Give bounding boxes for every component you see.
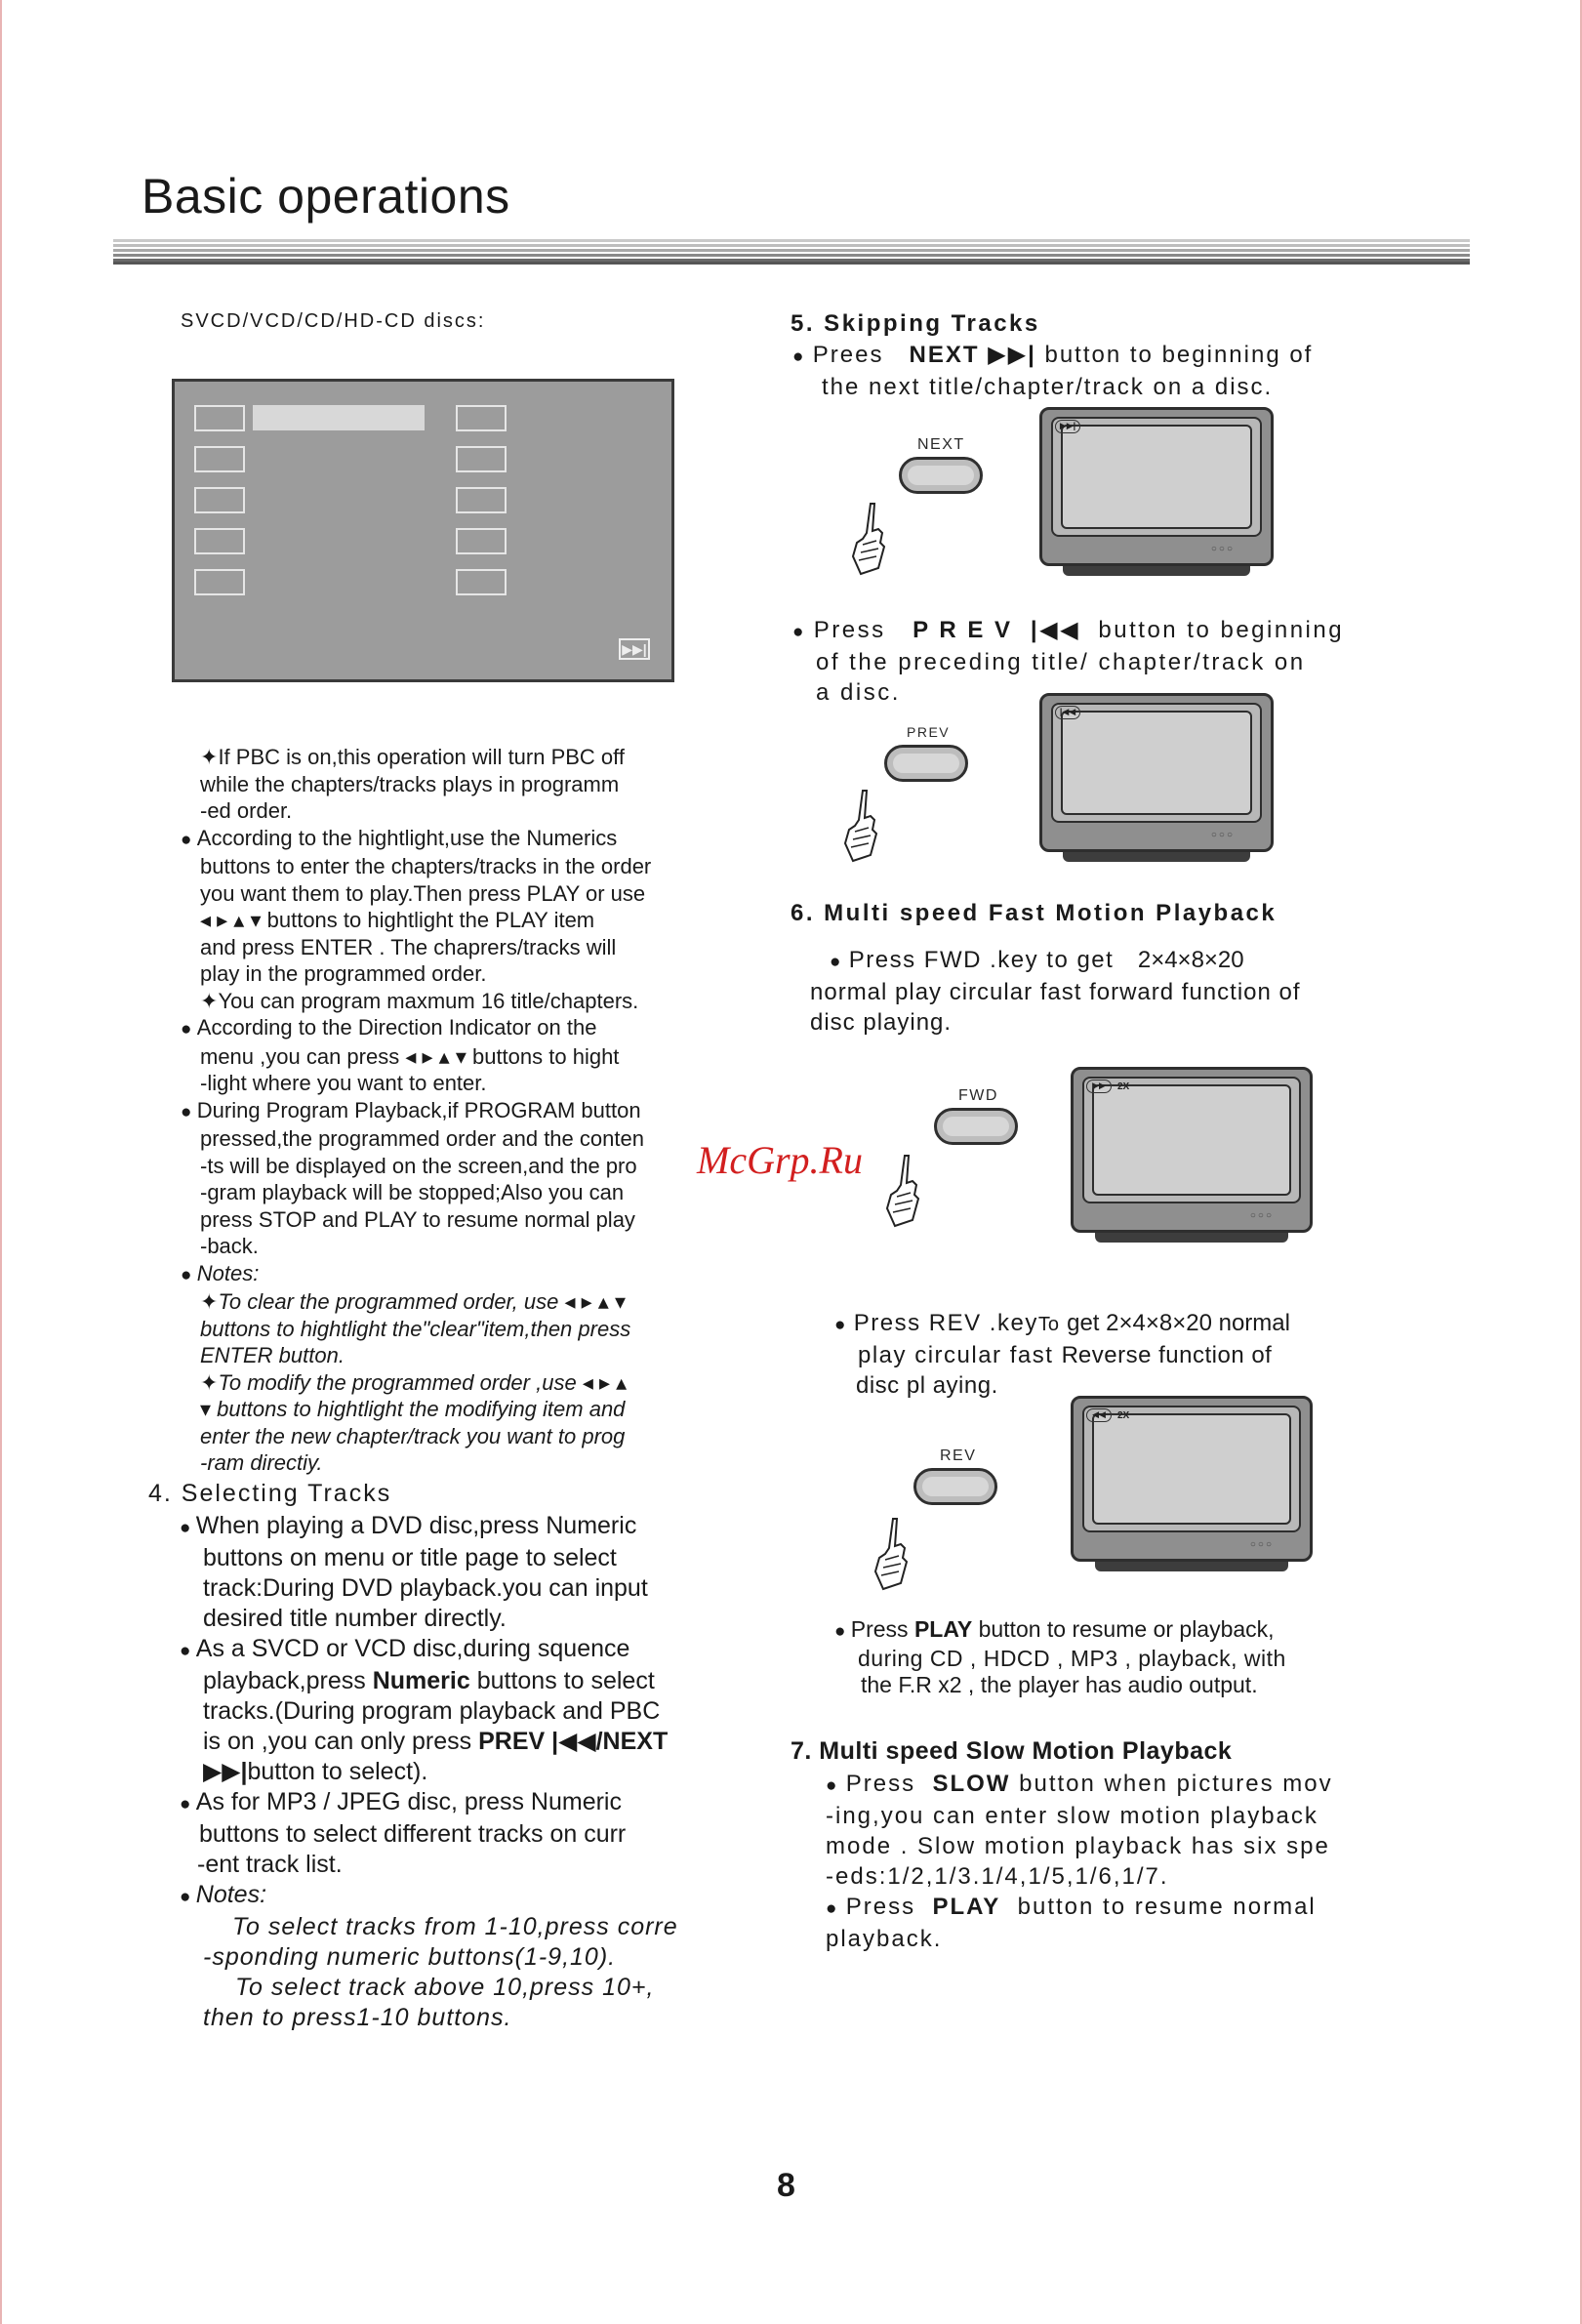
fast-forward-icon: ▶▶: [1086, 1080, 1112, 1093]
program-instructions: ✦If PBC is on,this operation will turn P…: [181, 745, 652, 1475]
bullet-dot-icon: ●: [830, 952, 849, 972]
bullet-dot-icon: ●: [181, 1264, 197, 1285]
next-track-icon: ▶▶|: [1055, 420, 1080, 433]
bullet-dot-icon: ●: [826, 1775, 846, 1796]
bullet-dot-icon: ●: [180, 1641, 196, 1661]
fwd-remote-button: [934, 1108, 1018, 1145]
rev-button-label: REV: [940, 1447, 977, 1464]
menu-slot: [456, 446, 507, 472]
rev-remote-button: [913, 1468, 997, 1505]
watermark: McGrp.Ru: [697, 1138, 863, 1182]
skipping-tracks-heading: 5. Skipping Tracks: [791, 310, 1040, 337]
selecting-tracks-heading: 4. Selecting Tracks: [148, 1480, 392, 1507]
bullet-dot-icon: ●: [180, 1518, 196, 1538]
menu-slot: [194, 569, 245, 595]
right-edge-line: [1580, 0, 1582, 2324]
menu-slot: [194, 405, 245, 431]
rewind-icon: ◀◀: [1086, 1408, 1112, 1422]
skip-prev-text: ● Press P R E V |◀◀ button to beginning …: [792, 617, 1345, 706]
slow-motion-text: ● Press SLOW button when pictures mov -i…: [826, 1771, 1333, 1952]
menu-slot: [194, 487, 245, 513]
pointing-hand-icon: [885, 1155, 920, 1228]
four-point-star-icon: ✦: [200, 988, 219, 1013]
prev-track-icon: |◀◀: [1030, 617, 1081, 643]
pointing-hand-icon: [851, 503, 886, 576]
four-point-star-icon: ✦: [200, 1369, 219, 1395]
fwd-button-label: FWD: [958, 1087, 998, 1104]
direction-arrows-icon: ▾: [200, 1397, 218, 1421]
bullet-dot-icon: ●: [792, 622, 814, 642]
four-point-star-icon: ✦: [200, 1289, 219, 1314]
next-track-icon: ▶▶|: [988, 342, 1036, 368]
program-menu-screen: ▶▶|: [172, 379, 674, 682]
next-remote-button: [899, 457, 983, 494]
next-track-icon: ▶▶|: [619, 638, 650, 660]
bullet-dot-icon: ●: [181, 829, 197, 850]
next-track-icon: ▶▶|: [203, 1758, 248, 1785]
tv-set-icon: ▶▶2X ○○○: [1071, 1067, 1313, 1243]
direction-arrows-icon: ◂ ▸ ▴: [576, 1369, 628, 1395]
four-point-star-icon: ✦: [200, 745, 219, 769]
rewind-text: ● Press REV .keyTo get 2×4×8×20 normal p…: [834, 1310, 1290, 1399]
menu-slot: [194, 446, 245, 472]
menu-highlight-bar: [253, 405, 425, 430]
tv-set-icon: ◀◀2X ○○○: [1071, 1396, 1313, 1571]
title-rule: [113, 239, 1470, 265]
prev-track-icon: |◀◀: [551, 1728, 596, 1755]
fast-motion-heading: 6. Multi speed Fast Motion Playback: [791, 900, 1278, 926]
menu-slot: [456, 528, 507, 554]
direction-arrows-icon: ◂ ▸ ▴ ▾: [399, 1043, 472, 1069]
selecting-tracks-text: ● When playing a DVD disc,press Numeric …: [180, 1512, 678, 2031]
bullet-dot-icon: ●: [826, 1898, 846, 1919]
bullet-dot-icon: ●: [792, 347, 813, 367]
bullet-dot-icon: ●: [181, 1019, 197, 1040]
bullet-dot-icon: ●: [181, 1101, 197, 1122]
page-number: 8: [777, 2167, 795, 2204]
slow-motion-heading: 7. Multi speed Slow Motion Playback: [791, 1737, 1233, 1765]
prev-button-label: PREV: [907, 724, 951, 740]
menu-slot: [456, 487, 507, 513]
menu-slot: [194, 528, 245, 554]
skip-next-text: ● Prees NEXT ▶▶| button to beginning of …: [792, 342, 1314, 400]
pointing-hand-icon: [843, 790, 878, 863]
bullet-dot-icon: ●: [834, 1621, 851, 1642]
bullet-dot-icon: ●: [180, 1887, 196, 1907]
bullet-dot-icon: ●: [180, 1794, 196, 1814]
next-button-label: NEXT: [917, 436, 965, 453]
prev-track-icon: |◀◀: [1055, 706, 1080, 719]
tv-set-icon: ▶▶| ○○○: [1039, 407, 1274, 576]
tv-set-icon: |◀◀ ○○○: [1039, 693, 1274, 862]
bullet-dot-icon: ●: [834, 1315, 854, 1335]
menu-slot: [456, 569, 507, 595]
fast-forward-text: ● Press FWD .key to get 2×4×8×20 normal …: [810, 947, 1301, 1036]
discs-label: SVCD/VCD/CD/HD-CD discs:: [181, 310, 486, 332]
direction-arrows-icon: ◂ ▸ ▴ ▾: [558, 1289, 626, 1314]
left-edge-line: [0, 0, 2, 2324]
page-title: Basic operations: [142, 169, 510, 224]
menu-slot: [456, 405, 507, 431]
pointing-hand-icon: [873, 1518, 909, 1591]
direction-arrows-icon: ◂ ▸ ▴ ▾: [200, 908, 267, 932]
play-resume-text: ● Press PLAY button to resume or playbac…: [834, 1616, 1286, 1697]
prev-remote-button: [884, 745, 968, 782]
